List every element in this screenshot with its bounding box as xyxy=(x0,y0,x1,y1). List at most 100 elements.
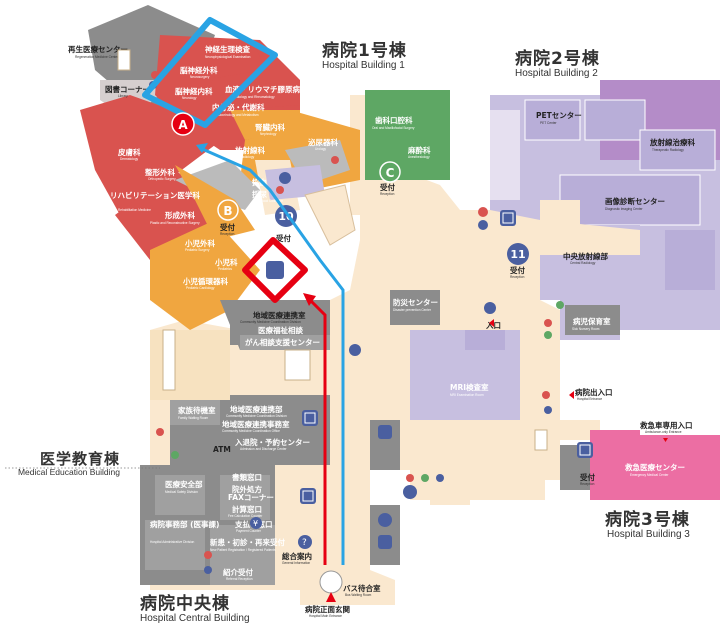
svg-text:形成外科: 形成外科 xyxy=(165,210,195,220)
svg-text:病院事務部 (医事課): 病院事務部 (医事課) xyxy=(150,519,219,529)
svg-text:Payment Counter: Payment Counter xyxy=(236,529,262,533)
svg-text:Reception: Reception xyxy=(220,232,235,236)
svg-text:画像診断センター: 画像診断センター xyxy=(605,196,665,206)
svg-text:救急医療センター: 救急医療センター xyxy=(625,462,685,472)
svg-text:A: A xyxy=(178,118,188,132)
svg-text:Neurophysiological Examination: Neurophysiological Examination xyxy=(205,55,251,59)
svg-text:受付: 受付 xyxy=(580,472,595,482)
svg-text:Nephrology: Nephrology xyxy=(260,132,277,136)
svg-text:病院正面玄関: 病院正面玄関 xyxy=(305,604,350,614)
svg-text:C: C xyxy=(386,166,395,180)
svg-text:防災センター: 防災センター xyxy=(393,297,438,307)
svg-text:Pediatric Cardiology: Pediatric Cardiology xyxy=(186,286,215,290)
svg-text:受付: 受付 xyxy=(380,182,395,192)
svg-text:紹介受付: 紹介受付 xyxy=(223,567,253,577)
restroom-icon xyxy=(542,391,552,414)
svg-text:Regeneration Medicine Center: Regeneration Medicine Center xyxy=(75,55,119,59)
svg-text:麻酔科: 麻酔科 xyxy=(407,145,431,155)
stairs-icon xyxy=(162,329,176,391)
yen-icon: ¥ xyxy=(250,517,262,529)
svg-text:Disaster prevention Center: Disaster prevention Center xyxy=(393,308,432,312)
svg-text:Oral and Maxillofacial Surgery: Oral and Maxillofacial Surgery xyxy=(372,126,415,130)
restroom-icon xyxy=(156,428,179,459)
medical-education-building-label: 医学教育棟 Medical Education Building xyxy=(17,450,120,477)
svg-text:Hospital Entrance: Hospital Entrance xyxy=(577,397,602,401)
svg-text:New Patient Registration / Reg: New Patient Registration / Registered Pa… xyxy=(210,548,276,552)
marker-a: A xyxy=(171,112,195,136)
svg-text:Diagnostic Imaging Center: Diagnostic Imaging Center xyxy=(605,207,643,211)
svg-text:病児保育室: 病児保育室 xyxy=(573,316,611,326)
svg-text:中央放射線部: 中央放射線部 xyxy=(563,251,608,261)
svg-text:¥: ¥ xyxy=(253,519,258,528)
svg-text:MRI検査室: MRI検査室 xyxy=(450,382,489,392)
stairs-icon xyxy=(534,429,548,451)
svg-text:Sick Nursery Room: Sick Nursery Room xyxy=(572,327,600,331)
svg-text:地域医療連携事務室: 地域医療連携事務室 xyxy=(222,419,290,429)
svg-text:Plastic and Reconstructive Sur: Plastic and Reconstructive Surgery xyxy=(150,221,200,225)
elevator-icon xyxy=(300,488,316,504)
svg-text:Community Medicine Coordinatio: Community Medicine Coordination Division xyxy=(240,320,301,324)
svg-text:腎臓内科: 腎臓内科 xyxy=(255,122,285,132)
building-1-floor xyxy=(80,5,450,350)
svg-text:Pediatrics: Pediatrics xyxy=(218,267,232,271)
svg-text:地域医療連携室: 地域医療連携室 xyxy=(253,310,306,320)
svg-text:Reception: Reception xyxy=(580,482,595,486)
elevator-icon xyxy=(302,410,318,426)
svg-text:放射線治療科: 放射線治療科 xyxy=(649,137,695,147)
person-icon xyxy=(378,513,392,527)
svg-text:整形外科: 整形外科 xyxy=(145,167,175,177)
svg-text:脳神経外科: 脳神経外科 xyxy=(179,65,218,75)
svg-text:書類窓口: 書類窓口 xyxy=(232,472,262,482)
svg-text:Community Medicine Coordinatio: Community Medicine Coordination Division xyxy=(226,414,287,418)
reception-marker-b: B xyxy=(217,199,239,221)
stairs-icon xyxy=(117,49,131,71)
main-entrance xyxy=(319,570,343,602)
svg-text:Orthopedic Surgery: Orthopedic Surgery xyxy=(148,177,176,181)
svg-text:図書コーナー: 図書コーナー xyxy=(105,84,150,94)
svg-text:Ambulance-only Entrance: Ambulance-only Entrance xyxy=(645,430,682,434)
reception-marker-c: C xyxy=(379,161,401,183)
svg-text:がん相談支援センター: がん相談支援センター xyxy=(245,337,320,347)
svg-text:Neurology: Neurology xyxy=(182,96,197,100)
svg-text:神経生理検査: 神経生理検査 xyxy=(205,44,250,54)
building-1-label: 病院1号棟 Hospital Building 1 xyxy=(322,41,407,71)
svg-text:11: 11 xyxy=(510,248,525,261)
route-red xyxy=(303,293,327,565)
person-icon xyxy=(349,344,361,356)
svg-text:Anesthesiology: Anesthesiology xyxy=(408,155,430,159)
elevator-highlight-box xyxy=(242,237,308,303)
svg-text:Reception: Reception xyxy=(380,192,395,196)
building-3-label: 病院3号棟 Hospital Building 3 xyxy=(605,510,690,540)
svg-text:Reception: Reception xyxy=(510,275,525,279)
restroom-icon xyxy=(478,207,488,230)
svg-text:B: B xyxy=(223,204,232,218)
svg-text:PETセンター: PETセンター xyxy=(536,110,582,120)
svg-text:Blood Collection: Blood Collection xyxy=(260,199,283,203)
svg-text:MRI Examination Room: MRI Examination Room xyxy=(450,393,484,397)
svg-text:Hospital Administrative Divisi: Hospital Administrative Division xyxy=(150,540,195,544)
svg-text:Emergency Medical Center: Emergency Medical Center xyxy=(630,473,669,477)
svg-text:採血: 採血 xyxy=(252,177,267,187)
svg-text:Bus Waiting Room: Bus Waiting Room xyxy=(345,593,372,597)
svg-text:血液・リウマチ膠原病科: 血液・リウマチ膠原病科 xyxy=(225,84,308,94)
svg-text:Therapeutic Radiology: Therapeutic Radiology xyxy=(652,148,684,152)
svg-text:院外処方: 院外処方 xyxy=(232,484,262,494)
svg-text:家族待機室: 家族待機室 xyxy=(178,405,216,415)
svg-text:リハビリテーション医学科: リハビリテーション医学科 xyxy=(110,190,200,200)
restroom-icon xyxy=(544,319,552,339)
svg-text:Endocrinology and Metabolism: Endocrinology and Metabolism xyxy=(215,113,259,117)
svg-text:バス待合室: バス待合室 xyxy=(343,583,381,593)
building-2-label: 病院2号棟 Hospital Building 2 xyxy=(515,49,600,79)
svg-text:地域医療連携部: 地域医療連携部 xyxy=(230,404,283,414)
elevator-icon xyxy=(378,425,392,439)
svg-text:?: ? xyxy=(302,538,307,548)
svg-text:Hospital Main Entrance: Hospital Main Entrance xyxy=(309,614,342,618)
svg-text:病院出入口: 病院出入口 xyxy=(575,387,613,397)
svg-text:受付: 受付 xyxy=(510,265,525,275)
svg-text:Admission and Discharge Center: Admission and Discharge Center xyxy=(240,447,288,451)
restroom-icon xyxy=(276,186,284,194)
svg-text:Referral Reception: Referral Reception xyxy=(226,577,253,581)
building-2-floor xyxy=(490,80,720,340)
svg-text:医療福祉相談: 医療福祉相談 xyxy=(258,325,303,335)
svg-text:Urology: Urology xyxy=(315,147,326,151)
